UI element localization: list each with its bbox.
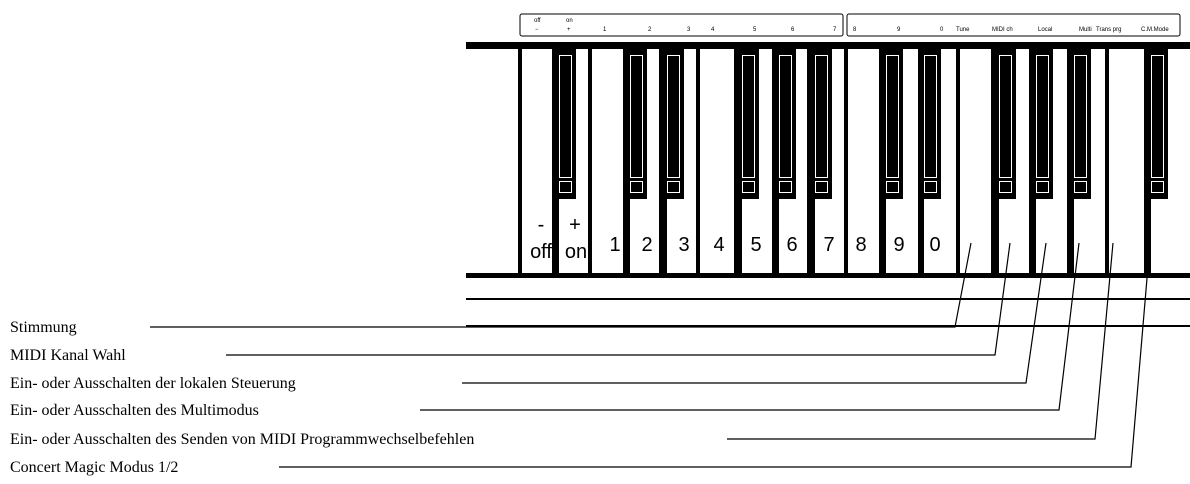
strip-label-8: 8: [853, 27, 857, 33]
key-digit-6: 6: [786, 234, 797, 256]
callout-label: Stimmung: [10, 319, 77, 336]
black-key: [626, 49, 647, 273]
callout-label: Concert Magic Modus 1/2: [10, 459, 178, 476]
black-key: [1070, 49, 1091, 273]
strip-label-1: 1: [603, 27, 607, 33]
callout-leader-line: [727, 242, 1114, 440]
black-key: [663, 49, 684, 273]
callout-item: MIDI Kanal Wahl: [10, 242, 1011, 364]
strip-label-0: 0: [940, 27, 944, 33]
white-key-divider: [588, 49, 592, 273]
key-off-label: off: [530, 241, 552, 263]
keyboard-base-line-1: [466, 298, 1190, 300]
strip-plus-label: +: [567, 27, 571, 33]
black-keys: [555, 49, 1168, 273]
callout-item: Ein- oder Ausschalten der lokalen Steuer…: [10, 242, 1047, 392]
white-key-divider: [623, 49, 627, 273]
key-digit-7: 7: [823, 234, 834, 256]
white-key-divider: [696, 49, 700, 273]
strip-label-5: 5: [753, 27, 757, 33]
black-key: [882, 49, 903, 273]
keyboard-base-line-2: [466, 325, 1190, 327]
white-key-divider: [552, 49, 556, 273]
black-key: [995, 49, 1016, 273]
strip-label-9: 9: [897, 27, 901, 33]
black-key: [775, 49, 796, 273]
black-key: [1147, 49, 1168, 273]
strip-label-local: Local: [1038, 27, 1052, 33]
keyboard-bottom-rail: [466, 273, 1190, 278]
white-key-divider: [879, 49, 883, 273]
strip-label-7: 7: [833, 27, 837, 33]
white-key-divider: [659, 49, 663, 273]
callout-item: Concert Magic Modus 1/2: [10, 242, 1151, 476]
white-key-divider: [844, 49, 848, 273]
key-plus-label: +: [569, 214, 581, 236]
callout-leader-line: [420, 242, 1080, 411]
label-strip-left-box: [519, 13, 844, 37]
callout-leader-line: [226, 242, 1011, 356]
keyboard-top-rail-inner: [466, 47, 1190, 49]
key-digit-5: 5: [750, 234, 761, 256]
key-minus-label: -: [538, 214, 545, 236]
callout-label: Ein- oder Ausschalten der lokalen Steuer…: [10, 375, 296, 392]
white-key-divider: [1144, 49, 1148, 273]
label-strip-right-box: [846, 13, 1181, 37]
key-digit-0: 0: [929, 234, 940, 256]
white-key-divider: [956, 49, 960, 273]
strip-label-4: 4: [711, 27, 715, 33]
keyboard-top-rail: [466, 42, 1190, 47]
strip-minus-label: −: [535, 27, 539, 33]
callout-item: Stimmung: [10, 242, 972, 336]
callout-item: Ein- oder Ausschalten des Multimodus: [10, 242, 1080, 419]
white-key-divider: [1067, 49, 1071, 273]
white-key-divider: [807, 49, 811, 273]
white-key-divider: [734, 49, 738, 273]
strip-label-3: 3: [687, 27, 691, 33]
strip-label-multi: Multi: [1079, 27, 1092, 33]
callout-leader-line: [150, 242, 972, 328]
strip-label-6: 6: [791, 27, 795, 33]
strip-on-label: on: [566, 18, 573, 24]
callout-label: Ein- oder Ausschalten des Senden von MID…: [10, 431, 474, 448]
strip-label-2: 2: [648, 27, 652, 33]
black-key: [811, 49, 832, 273]
white-key-divider: [772, 49, 776, 273]
label-strip: off − on + 1 2 3 4 5 6 7 8 9 0 Tune MIDI ch Local Mu…: [519, 13, 1181, 37]
key-digit-2: 2: [641, 234, 652, 256]
strip-group1-labels: 1 2 3 4 5 6 7: [603, 27, 837, 33]
key-digit-9: 9: [893, 234, 904, 256]
strip-label-c-m-mode: C.M.Mode: [1141, 27, 1169, 33]
strip-label-midi-ch: MIDI ch: [992, 27, 1013, 33]
key-digit-1: 1: [609, 234, 620, 256]
key-digit-8: 8: [855, 234, 866, 256]
strip-off-label: off: [534, 18, 541, 24]
key-digit-3: 3: [678, 234, 689, 256]
white-key-divider: [518, 49, 522, 273]
strip-label-trans-prg: Trans prg: [1096, 27, 1121, 33]
white-key-divider: [1029, 49, 1033, 273]
key-digit-4: 4: [713, 234, 724, 256]
black-key: [1032, 49, 1053, 273]
callout-item: Ein- oder Ausschalten des Senden von MID…: [10, 242, 1114, 448]
strip-label-tune: Tune: [956, 27, 970, 33]
callout-label: MIDI Kanal Wahl: [10, 347, 126, 364]
strip-group2-labels: 8 9 0 Tune MIDI ch Local Multi Trans prg C.M.Mod…: [853, 27, 1169, 33]
black-key: [555, 49, 576, 273]
callout-leader-line: [462, 242, 1047, 384]
white-key-divider: [1105, 49, 1109, 273]
callout-label: Ein- oder Ausschalten des Multimodus: [10, 402, 259, 419]
black-key: [920, 49, 941, 273]
callout-leader-line: [279, 242, 1151, 468]
key-on-label: on: [565, 241, 587, 263]
black-key: [738, 49, 759, 273]
white-key-divider: [991, 49, 995, 273]
